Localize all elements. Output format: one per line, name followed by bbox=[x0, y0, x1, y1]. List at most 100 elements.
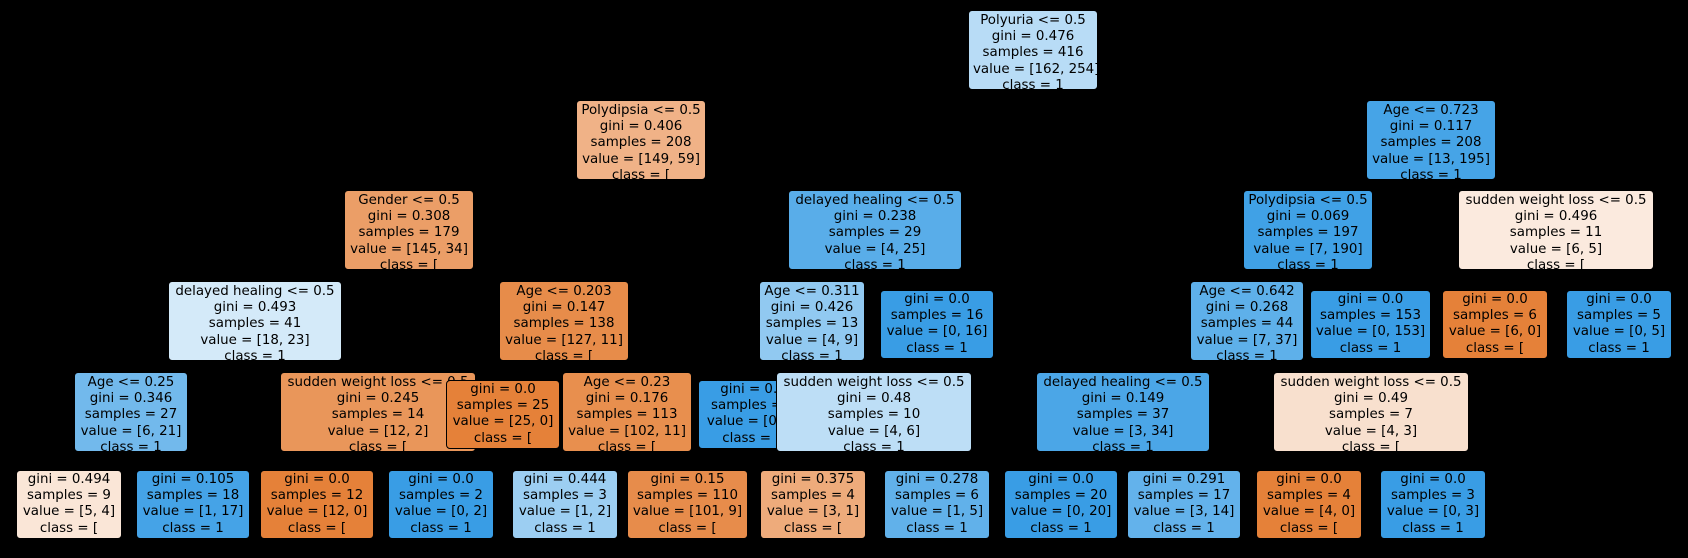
tree-node-line: gini = 0.0 bbox=[1028, 472, 1094, 487]
tree-node-line: gini = 0.493 bbox=[213, 300, 297, 316]
tree-node-line: class = 1 bbox=[906, 520, 968, 536]
tree-node-line: Polydipsia <= 0.5 bbox=[1248, 193, 1368, 208]
tree-node-line: class = 1 bbox=[1002, 77, 1064, 93]
tree-node-line: class = [ bbox=[287, 520, 347, 536]
tree-node-line: gini = 0.147 bbox=[522, 300, 606, 316]
tree-node-line: class = [ bbox=[348, 439, 408, 455]
tree-node-line: class = [ bbox=[658, 520, 717, 536]
tree-node-line: class = 1 bbox=[843, 439, 905, 455]
tree-node-line: class = 1 bbox=[722, 430, 784, 446]
tree-node-line: gini = 0.069 bbox=[1266, 209, 1350, 225]
tree-node-line: value = [3, 1] bbox=[766, 504, 860, 520]
tree-node-line: value = [0, 20] bbox=[1010, 504, 1112, 520]
tree-node-line: samples = 208 bbox=[1380, 135, 1482, 151]
tree-node-line: Age <= 0.25 bbox=[87, 375, 175, 390]
tree-node-line: class = 1 bbox=[224, 348, 286, 364]
tree-node-line: samples = 20 bbox=[1014, 488, 1108, 504]
tree-node-line: value = [4, 9] bbox=[765, 332, 859, 348]
tree-node-line: Polydipsia <= 0.5 bbox=[581, 103, 701, 118]
tree-node-line: class = [ bbox=[611, 167, 671, 183]
tree-node-line: delayed healing <= 0.5 bbox=[1043, 375, 1203, 390]
tree-node-line: gini = 0.494 bbox=[27, 472, 111, 487]
tree-node-line: value = [0, 3] bbox=[1386, 504, 1480, 520]
tree-node-line: class = [ bbox=[597, 439, 657, 455]
tree-node-line: gini = 0.0 bbox=[470, 382, 536, 397]
tree-node-line: gini = 0.49 bbox=[1334, 391, 1408, 407]
tree-node-line: value = [0, 2] bbox=[394, 504, 488, 520]
tree-node-line: Age <= 0.203 bbox=[516, 284, 612, 299]
tree-node-line: gini = 0.278 bbox=[895, 472, 979, 487]
tree-node-line: value = [7, 37] bbox=[1196, 332, 1298, 348]
tree-node-line: sudden weight loss <= 0.5 bbox=[783, 375, 965, 390]
tree-node-line: class = 1 bbox=[1030, 520, 1092, 536]
tree-node-line: samples = 25 bbox=[456, 398, 550, 414]
tree-node-line: sudden weight loss <= 0.5 bbox=[287, 375, 469, 390]
tree-node-line: value = [4, 3] bbox=[1324, 423, 1418, 439]
tree-node-line: value = [6, 21] bbox=[80, 423, 182, 439]
tree-node-line: samples = 27 bbox=[84, 407, 178, 423]
tree-node-line: gini = 0.0 bbox=[408, 472, 474, 487]
tree-node-line: samples = 17 bbox=[1137, 488, 1231, 504]
tree-node-line: class = [ bbox=[1465, 340, 1525, 356]
tree-node-line: delayed healing <= 0.5 bbox=[175, 284, 335, 299]
tree-node-line: class = 1 bbox=[1400, 167, 1462, 183]
tree-node-line: class = 1 bbox=[1588, 340, 1650, 356]
tree-node-line: gini = 0.0 bbox=[1400, 472, 1466, 487]
tree-node-line: gini = 0.308 bbox=[367, 209, 451, 225]
tree-node-line: samples = 44 bbox=[1200, 316, 1294, 332]
tree-node-line: samples = 11 bbox=[1509, 225, 1603, 241]
tree-node-line: samples = 3 bbox=[1391, 488, 1475, 504]
tree-node-line: class = 1 bbox=[1216, 348, 1278, 364]
tree-node-line: samples = 18 bbox=[146, 488, 240, 504]
tree-node-line: samples = 4 bbox=[1267, 488, 1351, 504]
tree-node-line: Age <= 0.311 bbox=[764, 284, 860, 299]
tree-node-line: gini = 0.0 bbox=[284, 472, 350, 487]
tree-node-line: class = 1 bbox=[781, 348, 843, 364]
tree-node-line: delayed healing <= 0.5 bbox=[795, 193, 955, 208]
tree-node-line: value = [3, 14] bbox=[1133, 504, 1235, 520]
tree-node-line: gini = 0.496 bbox=[1514, 209, 1598, 225]
tree-node-line: samples = 110 bbox=[637, 488, 738, 504]
tree-node-line: value = [162, 254] bbox=[973, 61, 1100, 77]
tree-node-line: samples = 3 bbox=[711, 398, 795, 414]
tree-node-line: class = 1 bbox=[1402, 520, 1464, 536]
tree-node-line: gini = 0.117 bbox=[1389, 119, 1473, 135]
tree-node-line: gini = 0.0 bbox=[1462, 292, 1528, 307]
tree-node-line: gini = 0.268 bbox=[1205, 300, 1289, 316]
tree-node-line: class = 1 bbox=[1153, 520, 1215, 536]
tree-node-line: gini = 0.245 bbox=[336, 391, 420, 407]
tree-node-line: samples = 113 bbox=[576, 407, 678, 423]
tree-node-line: samples = 153 bbox=[1320, 308, 1421, 324]
tree-node-line: gini = 0.426 bbox=[770, 300, 854, 316]
tree-node-line: gini = 0.0 bbox=[1337, 292, 1404, 307]
tree-node-line: value = [3, 34] bbox=[1072, 423, 1174, 439]
tree-node-line: value = [127, 11] bbox=[505, 332, 623, 348]
tree-node-line: class = 1 bbox=[100, 439, 162, 455]
tree-node-line: samples = 3 bbox=[523, 488, 607, 504]
tree-node-line: samples = 208 bbox=[590, 135, 692, 151]
tree-node-line: value = [12, 2] bbox=[327, 423, 429, 439]
tree-node-line: samples = 4 bbox=[771, 488, 855, 504]
tree-node-line: value = [4, 25] bbox=[824, 241, 926, 257]
tree-node-line: class = 1 bbox=[162, 520, 224, 536]
tree-node-line: value = [25, 0] bbox=[452, 414, 554, 430]
tree-node-line: value = [102, 11] bbox=[568, 423, 686, 439]
tree-node-line: samples = 138 bbox=[513, 316, 615, 332]
